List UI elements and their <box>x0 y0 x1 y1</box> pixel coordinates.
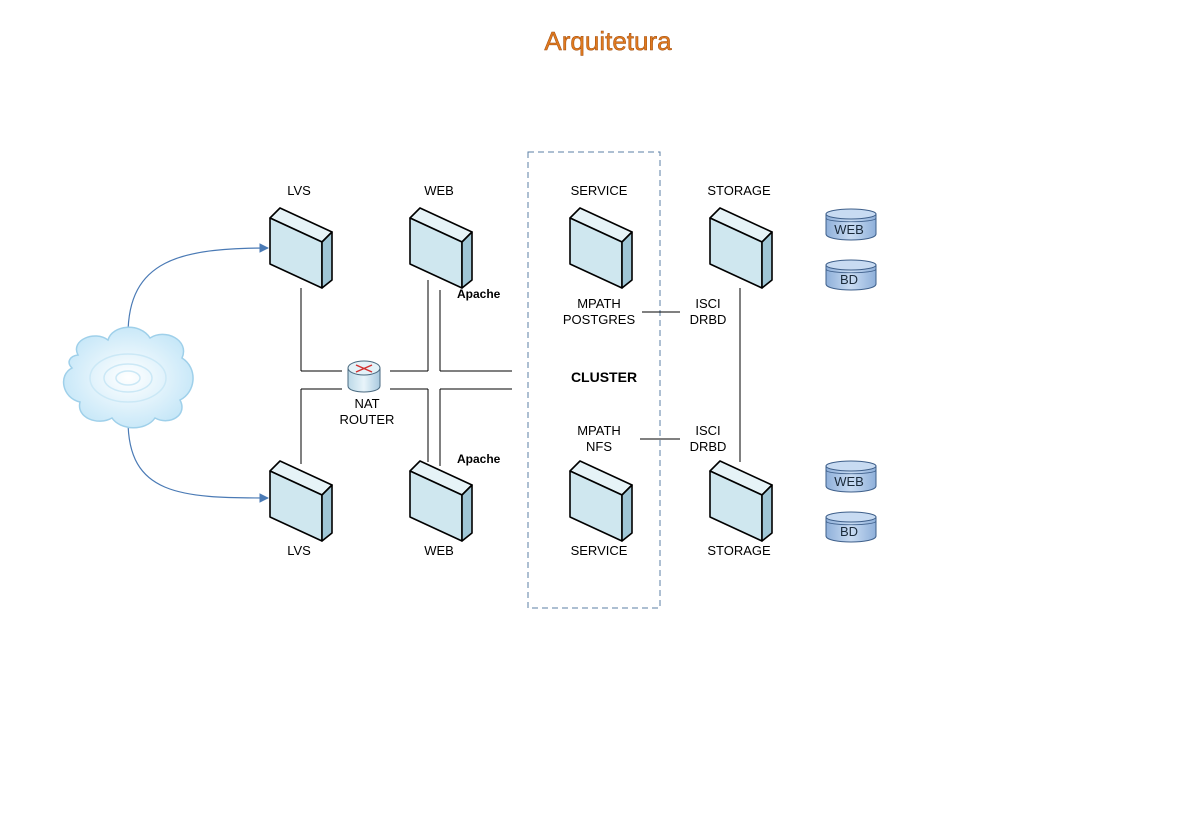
service-bottom-sub-line1: MPATH <box>577 423 621 438</box>
database-icon <box>825 259 877 291</box>
link-bottom-line2: DRBD <box>690 439 727 454</box>
lvs-top-server-icon <box>269 207 333 289</box>
diagram-title: Arquitetura <box>544 26 672 56</box>
web-bottom-server-icon <box>409 460 473 542</box>
db-bottom-web-label: WEB <box>834 474 864 489</box>
apache-bottom-label: Apache <box>457 452 501 466</box>
nat-router-icon <box>347 360 381 393</box>
db-bottom-bd-label: BD <box>840 524 858 539</box>
service-top-server-icon <box>569 207 633 289</box>
storage-top-server-icon <box>709 207 773 289</box>
web-top-label: WEB <box>424 183 454 198</box>
service-bottom-server-icon <box>569 460 633 542</box>
arrow-to-lvs-bottom <box>127 419 269 503</box>
arrow-to-lvs-top <box>127 243 269 336</box>
cluster-label: CLUSTER <box>571 369 637 385</box>
storage-top-label: STORAGE <box>707 183 771 198</box>
service-bottom-label: SERVICE <box>571 543 628 558</box>
service-top-sub-line2: POSTGRES <box>563 312 636 327</box>
apache-top-label: Apache <box>457 287 501 301</box>
router-label-line2: ROUTER <box>340 412 395 427</box>
link-bottom-line1: ISCI <box>695 423 720 438</box>
web-top-server-icon <box>409 207 473 289</box>
service-top-sub-line1: MPATH <box>577 296 621 311</box>
storage-bottom-label: STORAGE <box>707 543 771 558</box>
network-wires <box>300 280 741 466</box>
service-top-label: SERVICE <box>571 183 628 198</box>
link-top-line2: DRBD <box>690 312 727 327</box>
web-bottom-label: WEB <box>424 543 454 558</box>
database-icon <box>825 511 877 543</box>
db-top-web-label: WEB <box>834 222 864 237</box>
lvs-bottom-label: LVS <box>287 543 311 558</box>
service-bottom-sub-line2: NFS <box>586 439 612 454</box>
db-top-bd-label: BD <box>840 272 858 287</box>
database-icon <box>825 208 877 241</box>
database-icon <box>825 460 877 493</box>
storage-bottom-server-icon <box>709 460 773 542</box>
lvs-top-label: LVS <box>287 183 311 198</box>
router-label-line1: NAT <box>354 396 379 411</box>
lvs-bottom-server-icon <box>269 460 333 542</box>
internet-cloud-icon <box>62 326 194 429</box>
cluster-boundary <box>527 151 661 609</box>
link-top-line1: ISCI <box>695 296 720 311</box>
